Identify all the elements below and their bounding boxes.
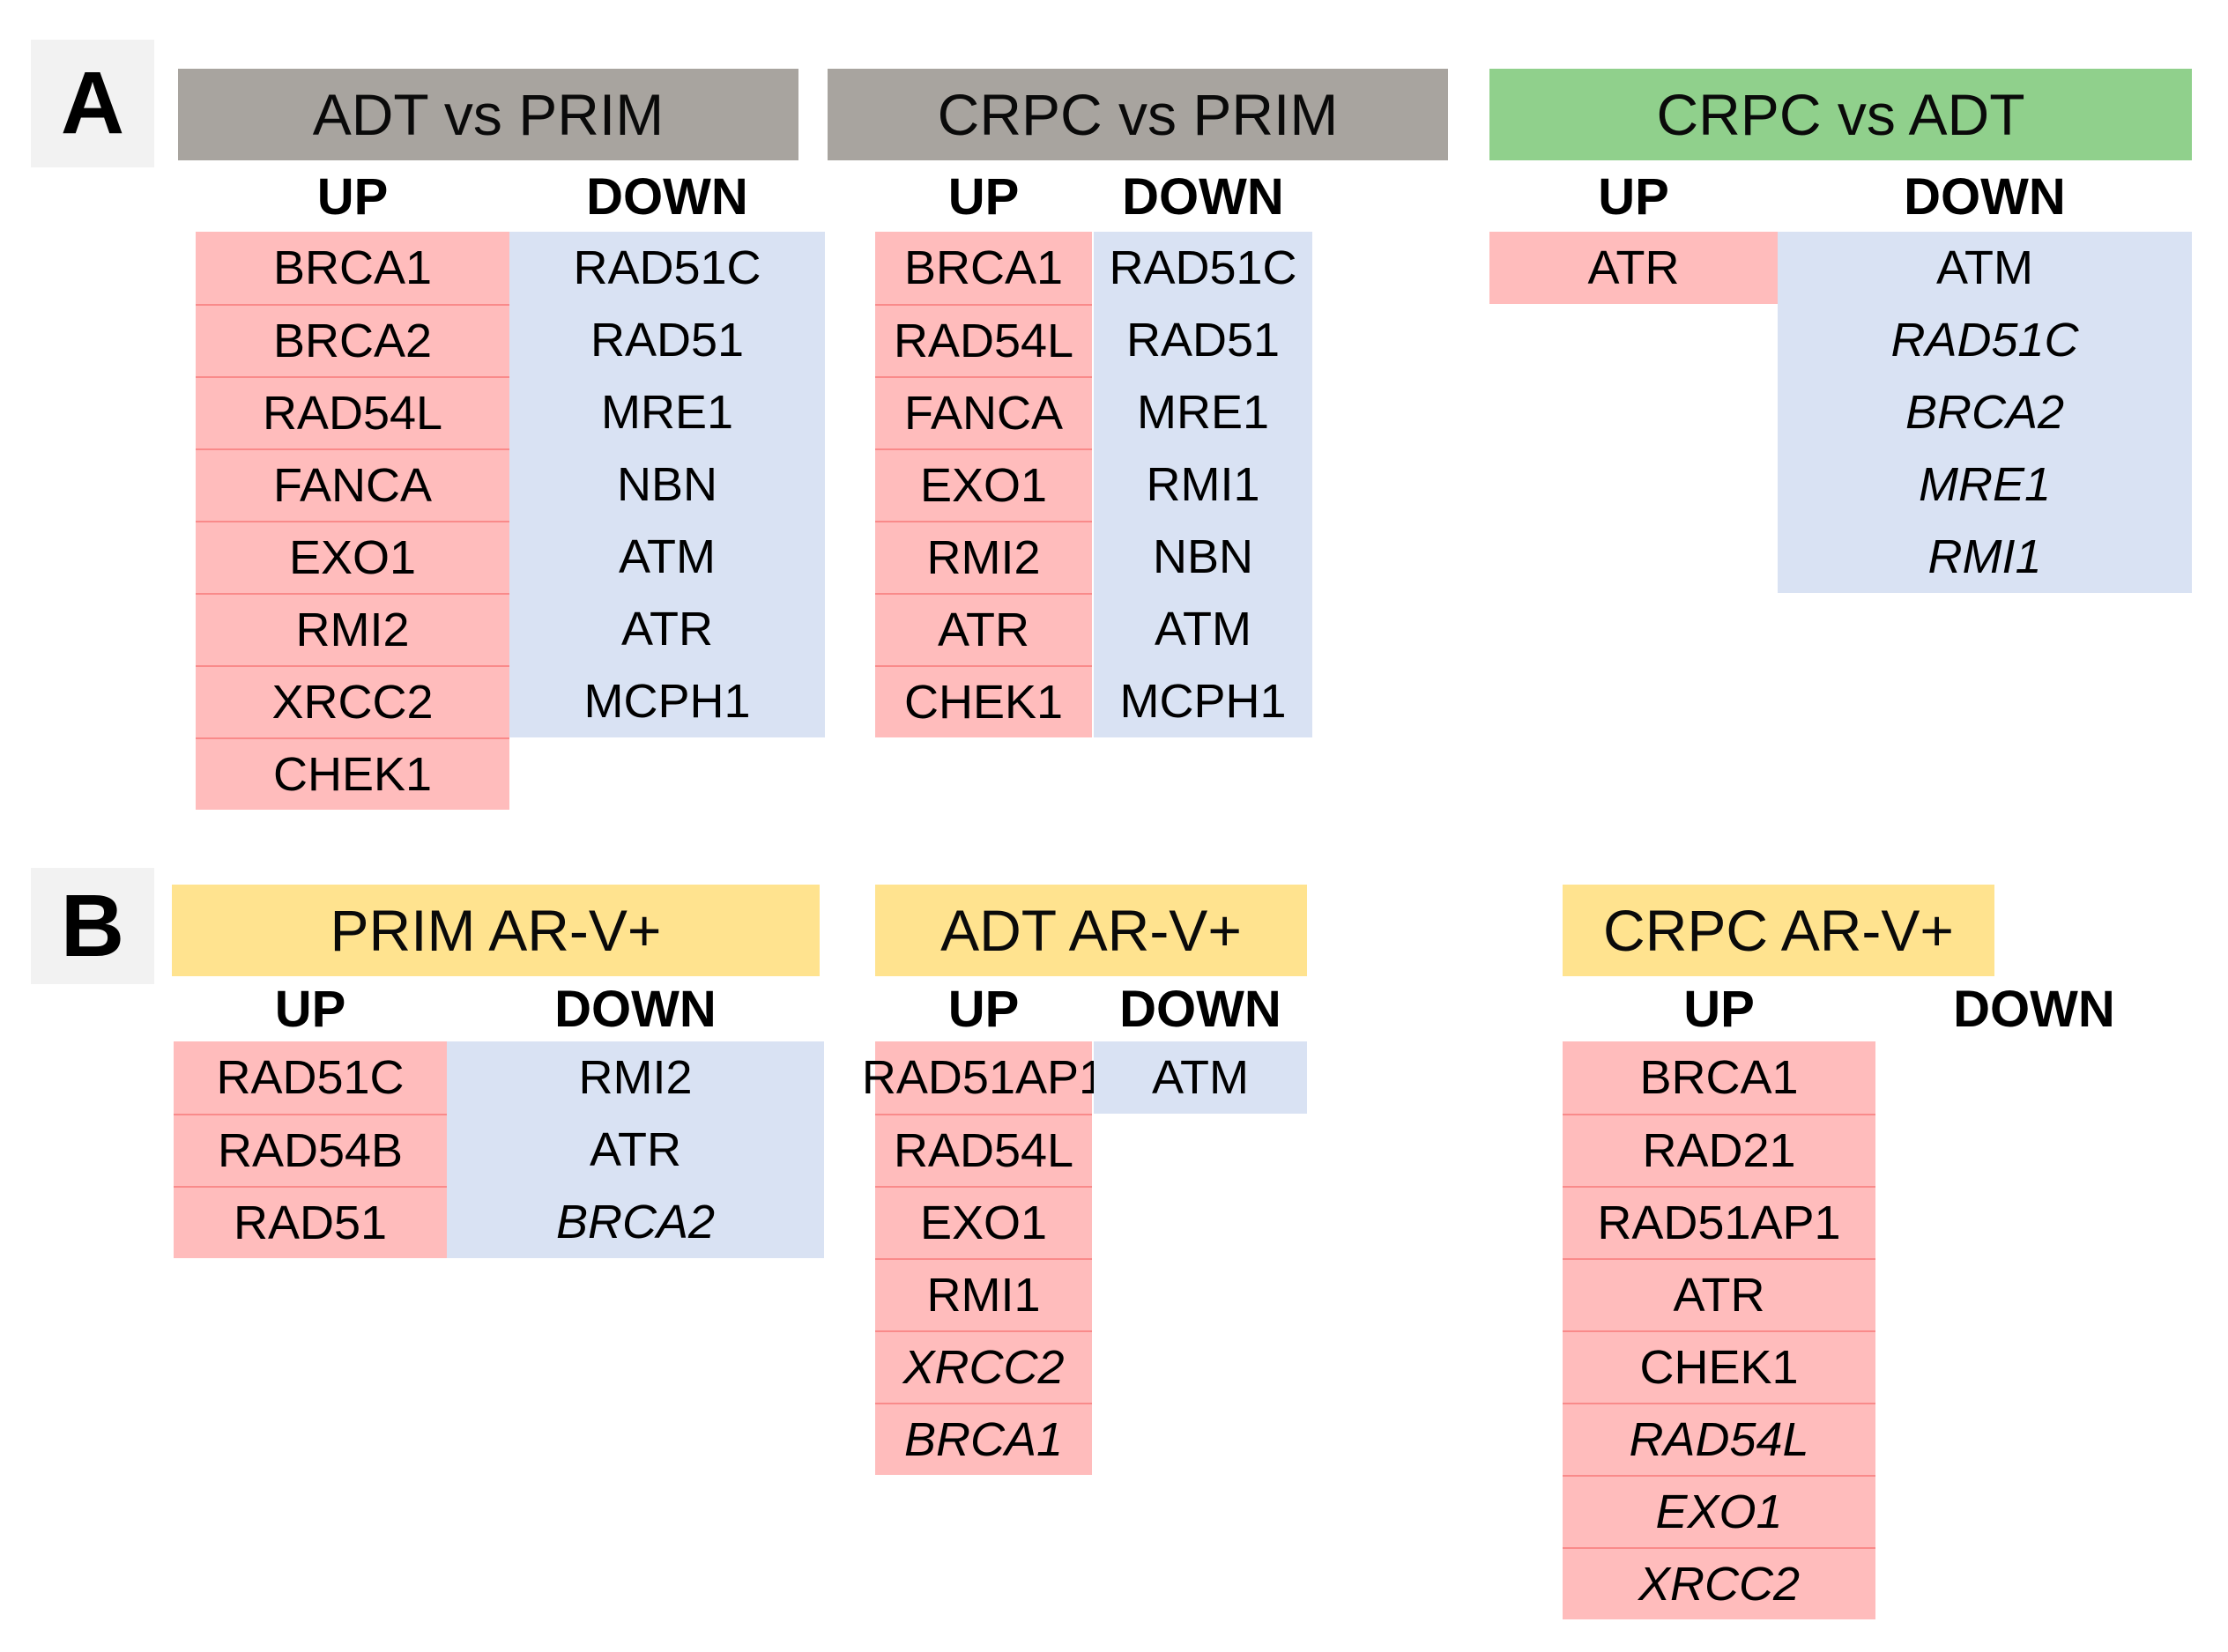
gene-cell: EXO1 [1563,1475,1875,1547]
up-column-crpc-vs-adt: ATR [1489,232,1778,304]
gene-cell: MCPH1 [1094,665,1312,737]
gene-cell: RAD51C [509,232,825,304]
gene-cell: MCPH1 [509,665,825,737]
down-column-prim-arv: RMI2 ATR BRCA2 [447,1041,824,1258]
up-column-crpc-arv: BRCA1 RAD21 RAD51AP1 ATR CHEK1 RAD54L EX… [1563,1041,1875,1619]
gene-cell: XRCC2 [196,665,509,737]
up-label: UP [1683,981,1755,1038]
up-label: UP [316,168,389,226]
table-header-adt-arv: ADT AR-V+ [875,885,1307,976]
gene-cell: EXO1 [196,521,509,593]
gene-cell: RAD54L [1563,1403,1875,1475]
gene-cell: RAD21 [1563,1114,1875,1186]
table-header-crpc-arv: CRPC AR-V+ [1563,885,1994,976]
down-column-crpc-vs-adt: ATM RAD51C BRCA2 MRE1 RMI1 [1778,232,2192,593]
gene-cell: NBN [1094,521,1312,593]
gene-cell: FANCA [196,448,509,521]
down-label: DOWN [1119,981,1281,1038]
up-label: UP [947,168,1020,226]
gene-cell: BRCA2 [1778,376,2192,448]
gene-cell: NBN [509,448,825,521]
panel-a-label: A [31,40,154,167]
panel-b-label: B [31,868,154,984]
gene-cell: RMI1 [875,1258,1092,1330]
down-label: DOWN [1953,981,2115,1038]
gene-cell: RAD51C [1778,304,2192,376]
gene-cell: RAD51 [1094,304,1312,376]
up-column-prim-arv: RAD51C RAD54B RAD51 [174,1041,447,1258]
gene-cell: RAD54B [174,1114,447,1186]
gene-cell: BRCA1 [1563,1041,1875,1114]
gene-cell: ATM [1094,593,1312,665]
gene-cell: CHEK1 [875,665,1092,737]
down-column-adt-arv: ATM [1094,1041,1307,1114]
gene-cell: RAD51AP1 [862,1041,1105,1114]
table-header-prim-arv: PRIM AR-V+ [172,885,820,976]
gene-cell: RAD51 [174,1186,447,1258]
gene-cell: ATR [447,1114,824,1186]
up-label: UP [274,981,346,1038]
gene-cell: RAD51C [174,1041,447,1114]
gene-cell: ATM [1778,232,2192,304]
gene-cell: MRE1 [509,376,825,448]
table-header-adt-vs-prim: ADT vs PRIM [178,69,798,160]
gene-cell: CHEK1 [196,737,509,810]
gene-cell: ATR [875,593,1092,665]
gene-cell: RMI2 [447,1041,824,1114]
gene-cell: RMI2 [196,593,509,665]
gene-cell: EXO1 [875,448,1092,521]
gene-cell: MRE1 [1094,376,1312,448]
down-label: DOWN [1904,168,2066,226]
gene-cell: ATR [1563,1258,1875,1330]
down-label: DOWN [1122,168,1284,226]
gene-cell: BRCA1 [875,232,1092,304]
gene-cell: CHEK1 [1563,1330,1875,1403]
gene-cell: MRE1 [1778,448,2192,521]
gene-cell: RAD54L [196,376,509,448]
gene-cell: EXO1 [875,1186,1092,1258]
gene-cell: RAD51C [1094,232,1312,304]
gene-cell: ATR [509,593,825,665]
gene-cell: RMI2 [875,521,1092,593]
gene-cell: RAD54L [875,304,1092,376]
up-label: UP [947,981,1020,1038]
gene-cell: BRCA1 [196,232,509,304]
gene-cell: RMI1 [1094,448,1312,521]
gene-cell: ATM [509,521,825,593]
table-header-crpc-vs-adt: CRPC vs ADT [1489,69,2192,160]
gene-cell: XRCC2 [875,1330,1092,1403]
up-column-crpc-vs-prim: BRCA1 RAD54L FANCA EXO1 RMI2 ATR CHEK1 [875,232,1092,737]
gene-cell: ATM [1094,1041,1307,1114]
up-column-adt-vs-prim: BRCA1 BRCA2 RAD54L FANCA EXO1 RMI2 XRCC2… [196,232,509,810]
gene-cell: RAD51 [509,304,825,376]
gene-cell: RAD51AP1 [1563,1186,1875,1258]
gene-cell: BRCA1 [875,1403,1092,1475]
gene-cell: ATR [1489,232,1778,304]
down-column-crpc-vs-prim: RAD51C RAD51 MRE1 RMI1 NBN ATM MCPH1 [1094,232,1312,737]
down-column-adt-vs-prim: RAD51C RAD51 MRE1 NBN ATM ATR MCPH1 [509,232,825,737]
gene-cell: BRCA2 [196,304,509,376]
gene-cell: FANCA [875,376,1092,448]
gene-cell: RAD54L [875,1114,1092,1186]
down-label: DOWN [554,981,717,1038]
up-column-adt-arv: RAD51AP1 RAD54L EXO1 RMI1 XRCC2 BRCA1 [862,1041,1105,1475]
gene-cell: BRCA2 [447,1186,824,1258]
gene-cell: RMI1 [1778,521,2192,593]
up-label: UP [1598,168,1669,226]
table-header-crpc-vs-prim: CRPC vs PRIM [828,69,1448,160]
down-label: DOWN [586,168,748,226]
gene-cell: XRCC2 [1563,1547,1875,1619]
